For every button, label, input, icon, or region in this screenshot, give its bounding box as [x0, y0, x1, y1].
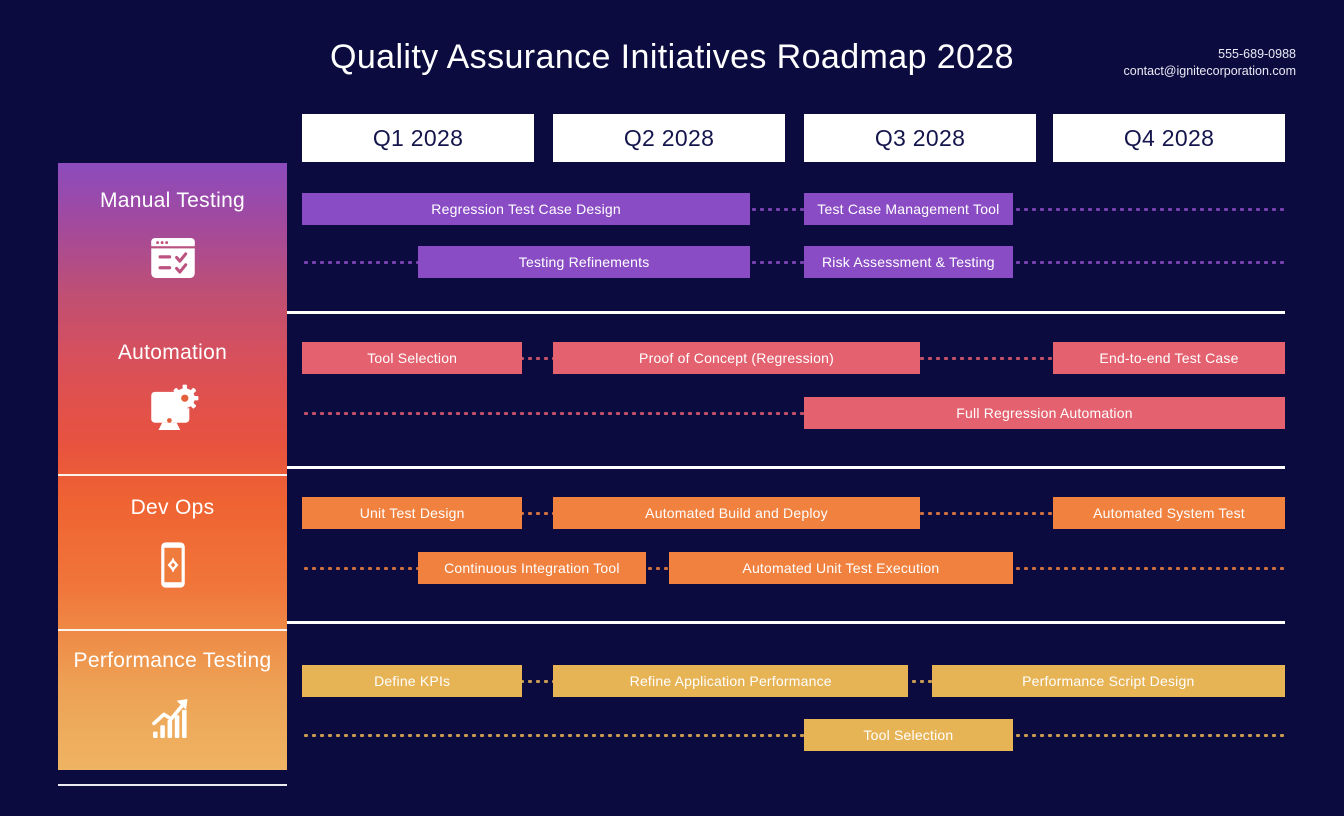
lane-dotted-track: [302, 261, 1285, 264]
task-bar[interactable]: Automated System Test: [1053, 497, 1285, 529]
category-dev-ops[interactable]: Dev Ops: [58, 468, 287, 620]
quarter-header-2: Q2 2028: [553, 114, 785, 162]
row-divider: [287, 311, 1285, 314]
task-bar[interactable]: Unit Test Design: [302, 497, 523, 529]
row-divider: [287, 466, 1285, 469]
task-bar[interactable]: Continuous Integration Tool: [418, 552, 646, 584]
sidebar-row-divider: [58, 784, 287, 786]
task-bar[interactable]: Proof of Concept (Regression): [553, 342, 920, 374]
sidebar-row-divider: [58, 474, 287, 476]
lane-dotted-track: [302, 734, 1285, 737]
task-bar[interactable]: Regression Test Case Design: [302, 193, 751, 225]
task-bar[interactable]: Refine Application Performance: [553, 665, 909, 697]
quarter-label: Q3 2028: [874, 124, 966, 151]
growth-chart-icon: [144, 689, 202, 747]
contact-email: contact@ignitecorporation.com: [1123, 64, 1297, 78]
quarter-label: Q2 2028: [623, 124, 715, 151]
quarter-label: Q4 2028: [1123, 124, 1215, 151]
timeline-area: Regression Test Case Design Test Case Man…: [287, 163, 1344, 770]
quarter-header-1: Q1 2028: [302, 114, 534, 162]
task-bar[interactable]: Test Case Management Tool: [804, 193, 1013, 225]
category-sidebar: Manual Testing Automation De: [58, 163, 287, 786]
lane-dotted-track: [302, 412, 1285, 415]
lane-dotted-track: [302, 208, 1285, 211]
mobile-code-icon: [144, 536, 202, 594]
contact-info: 555-689-0988 contact@ignitecorporation.c…: [1124, 46, 1297, 80]
page-header: Quality Assurance Initiatives Roadmap 20…: [0, 0, 1344, 100]
task-bar[interactable]: Testing Refinements: [418, 246, 751, 278]
monitor-gear-icon: [144, 381, 202, 439]
task-bar[interactable]: Define KPIs: [302, 665, 523, 697]
task-bar[interactable]: Performance Script Design: [931, 665, 1285, 697]
category-automation[interactable]: Automation: [58, 313, 287, 465]
page-title: Quality Assurance Initiatives Roadmap 20…: [330, 38, 1014, 76]
quarter-header-row: Q1 2028 Q2 2028 Q3 2028 Q4 2028: [0, 114, 1344, 162]
row-divider: [287, 621, 1285, 624]
category-performance-testing[interactable]: Performance Testing: [58, 623, 287, 770]
category-label: Dev Ops: [130, 496, 215, 519]
task-bar[interactable]: Automated Unit Test Execution: [669, 552, 1013, 584]
checklist-window-icon: [144, 229, 202, 287]
task-bar[interactable]: Tool Selection: [804, 719, 1013, 751]
task-bar[interactable]: Tool Selection: [302, 342, 523, 374]
task-bar[interactable]: Automated Build and Deploy: [553, 497, 920, 529]
task-bar[interactable]: End-to-end Test Case: [1053, 342, 1285, 374]
task-bar[interactable]: Full Regression Automation: [804, 397, 1285, 429]
category-label: Manual Testing: [99, 188, 246, 212]
task-bar[interactable]: Risk Assessment & Testing: [804, 246, 1013, 278]
category-manual-testing[interactable]: Manual Testing: [58, 163, 287, 310]
quarter-label: Q1 2028: [372, 124, 464, 151]
quarter-header-3: Q3 2028: [804, 114, 1036, 162]
quarter-header-4: Q4 2028: [1053, 114, 1285, 162]
category-label: Automation: [117, 341, 228, 364]
category-label: Performance Testing: [73, 648, 272, 672]
sidebar-row-divider: [58, 629, 287, 631]
contact-phone: 555-689-0988: [1218, 47, 1296, 61]
